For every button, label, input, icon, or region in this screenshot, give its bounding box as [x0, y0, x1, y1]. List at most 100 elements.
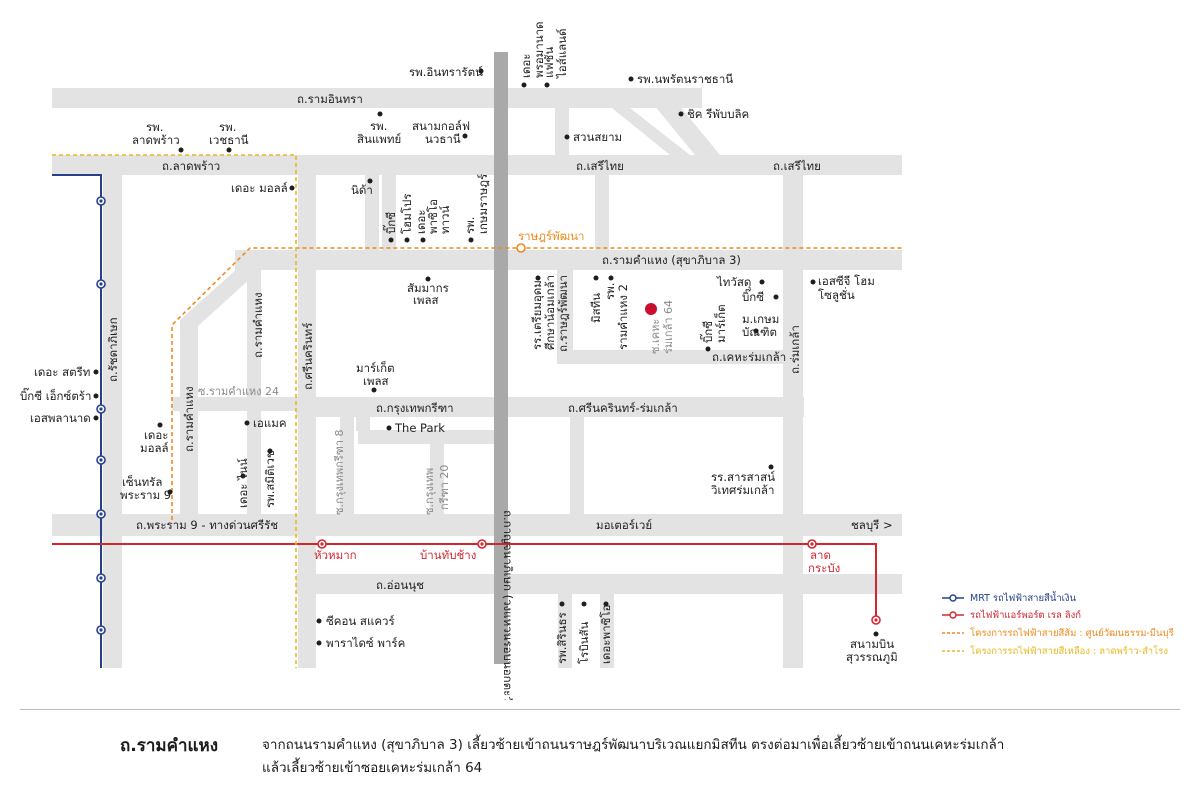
orange-station-ratpattana — [516, 243, 526, 253]
legend-yellow: โครงการรถไฟฟ้าสายสีเหลือง : ลาดพร้าว-สำโ… — [970, 645, 1168, 657]
label-bigc-1: บิ๊กซี — [382, 212, 398, 234]
label-siam-park: สวนสยาม — [573, 130, 622, 144]
outer-ring-expressway — [494, 52, 508, 664]
label-fashion-island-b: ไอส์แลนด์ — [555, 29, 569, 80]
label-triam-b: ศึกษาน้อมเกล้า — [543, 275, 557, 350]
label-vejthani-b: เวชธานี — [209, 133, 249, 147]
label-central-b: พระราม 9 — [120, 488, 171, 502]
label-krungthep-kritha: ถ.กรุงเทพกรีฑา — [376, 401, 454, 415]
location-map: ถ.รามอินทรา ถ.ลาดพร้าว ถ.เสรีไทย ถ.เสรีไ… — [20, 22, 1174, 701]
label-soi-kt20-b: กรีฑา 20 — [438, 465, 451, 510]
map-legend: MRT รถไฟฟ้าสายสีน้ำเงิน รถไฟฟ้าแอร์พอร์ต… — [942, 591, 1174, 657]
label-chonburi: ชลบุรี > — [851, 518, 893, 532]
road-network — [52, 88, 902, 668]
label-ramkhamhaeng: ถ.รามคำแหง (สุขาภิบาล 3) — [602, 253, 741, 267]
road-ramintra-soi — [555, 88, 569, 155]
label-srinakarin: ถ.ศรีนครินทร์ — [301, 323, 315, 390]
poi-dots — [93, 68, 879, 646]
label-paradise: พาราไดซ์ พาร์ค — [326, 636, 405, 650]
label-outer-ring: ถ.กาญจนาภิเษก (วงแหวนรอบนอกตะวันออก) — [501, 510, 515, 700]
label-robinson: โรบินสัน — [577, 621, 591, 664]
road-ram-intra — [52, 88, 702, 108]
directions-text: จากถนนรามคำแหง (สุขาภิบาล 3) เลี้ยวซ้ายเ… — [262, 734, 1162, 780]
road-ramkhamhaeng-west — [180, 320, 198, 520]
label-the-mall-2-a: เดอะ — [144, 428, 168, 442]
label-soi-kt20-a: ซ.กรุงเทพ — [423, 468, 436, 515]
label-ram-intra: ถ.รามอินทรา — [297, 92, 363, 106]
road-park-soi — [356, 411, 370, 431]
label-thaiwatsadu: ไทวัสดุ — [716, 275, 751, 289]
label-kasemrad-a: รพ. — [463, 217, 477, 234]
label-the-mall: เดอะ มอลล์ — [231, 181, 288, 195]
label-golf-a: สนามกอล์ฟ — [412, 119, 470, 133]
road-ramkhamhaeng — [235, 250, 902, 270]
mrt-station-cores — [99, 199, 103, 632]
label-the-promenade-b: พรอมานาด — [532, 22, 546, 79]
label-hua-mak: หัวหมาก — [314, 548, 357, 562]
label-fashion-island-a: แฟชั่น — [541, 47, 556, 78]
legend-mrt: MRT รถไฟฟ้าสายสีน้ำเงิน — [970, 591, 1077, 604]
label-chic-republic: ชิค รีพับบลิค — [687, 107, 749, 121]
road-ratchada — [103, 155, 122, 668]
road-labels: ถ.รามอินทรา ถ.ลาดพร้าว ถ.เสรีไทย ถ.เสรีไ… — [106, 92, 893, 700]
orange-line-project — [171, 247, 902, 520]
road-kt20 — [430, 430, 444, 514]
road-chic-diagonal — [612, 108, 690, 155]
label-sinphaet-a: รพ. — [370, 119, 387, 133]
label-triam-a: รร.เตรียมอุดม — [530, 280, 544, 350]
label-golf-b: นวธานี — [425, 132, 461, 146]
label-nopparat-hosp: รพ.นพรัตนราชธานี — [637, 72, 733, 86]
label-lat-krabang-a: ลาด — [810, 548, 831, 562]
label-airport-a: สนามบิน — [850, 637, 894, 651]
road-lat-phrao — [52, 155, 902, 175]
label-scg-a: เอสซีจี โฮม — [818, 274, 875, 288]
road-kt8 — [340, 411, 354, 514]
road-keha-romklao — [570, 350, 802, 364]
label-esplanade: เอสพลานาด — [30, 411, 91, 425]
label-sirinthorn-hosp: รพ.สิรินธร — [555, 612, 569, 664]
label-seacon: ซีคอน สแควร์ — [326, 614, 395, 628]
label-ladphrao-hosp-a: รพ. — [146, 120, 163, 134]
label-kasem-bundit-a: ม.เกษม — [742, 312, 779, 326]
label-the-paseo-2: เดอะพาซิโอ — [599, 605, 613, 664]
road-srinakarin-romklao-soi — [570, 417, 584, 514]
label-ratchaphruek-phatthana: ถ.ราษฎร์พัฒนา — [556, 275, 570, 352]
label-the-paseo-b: พาซิโอ — [426, 199, 440, 234]
road-rama9 — [52, 514, 902, 536]
legend-arl: รถไฟฟ้าแอร์พอร์ต เรล ลิงก์ — [970, 609, 1081, 621]
road-nida-soi — [365, 175, 379, 250]
target-location-pin — [645, 303, 657, 315]
label-keha-romklao: ถ.เคหะร่มเกล้า — [712, 350, 786, 364]
label-motorway: มอเตอร์เวย์ — [596, 518, 652, 532]
label-ratchada: ถ.รัชดาภิเษก — [106, 317, 120, 382]
mrt-stations — [96, 196, 106, 635]
label-bigc-market-a: บิ๊กซี — [699, 321, 715, 343]
label-ram2-hosp-a: รพ. — [603, 283, 617, 300]
label-market-place-b: เพลส — [363, 374, 389, 388]
label-the-promenade-a: เดอะ — [519, 54, 533, 78]
label-the-street: เดอะ สตรีท — [34, 365, 90, 379]
label-homepro: โฮมโปร — [400, 194, 414, 234]
label-minburi-market: มิสทีน — [589, 293, 603, 323]
road-on-nut-soi-1 — [558, 594, 572, 668]
label-ratpattana-station: ราษฎร์พัฒนา — [518, 229, 584, 243]
label-bigc-2: บิ๊กซี — [742, 288, 764, 304]
label-lat-phrao: ถ.ลาดพร้าว — [162, 159, 220, 173]
mrt-blue-line — [52, 174, 102, 668]
label-sarasas: รร.สารสาสน์ — [711, 470, 775, 484]
road-park-stub — [358, 430, 498, 444]
label-soi-keha64-a: ซ.เคหะ — [649, 319, 662, 354]
directions-line-2: แล้วเลี้ยวซ้ายเข้าซอยเคหะร่มเกล้า 64 — [262, 760, 483, 776]
road-seri-soi — [382, 175, 396, 250]
road-seri-soi-2 — [595, 175, 609, 250]
place-labels: รพ.อินทรารัตน์ เดอะ พรอมานาด แฟชั่น ไอส์… — [20, 22, 898, 665]
road-srinakarin — [298, 155, 316, 668]
road-romklao — [783, 155, 803, 668]
label-samakorn-a: สัมมากร — [407, 281, 449, 295]
label-airport-b: สุวรรณภูมิ — [846, 650, 898, 664]
legend-orange: โครงการรถไฟฟ้าสายสีส้ม : ศูนย์วัฒนธรรม-ม… — [970, 627, 1174, 639]
label-rama9: ถ.พระราม 9 - ทางด่วนศรีรัช — [136, 518, 278, 532]
road-ram24 — [172, 397, 298, 411]
road-on-nut-soi-2 — [600, 594, 614, 668]
label-central-a: เซ็นทรัล — [122, 474, 162, 489]
